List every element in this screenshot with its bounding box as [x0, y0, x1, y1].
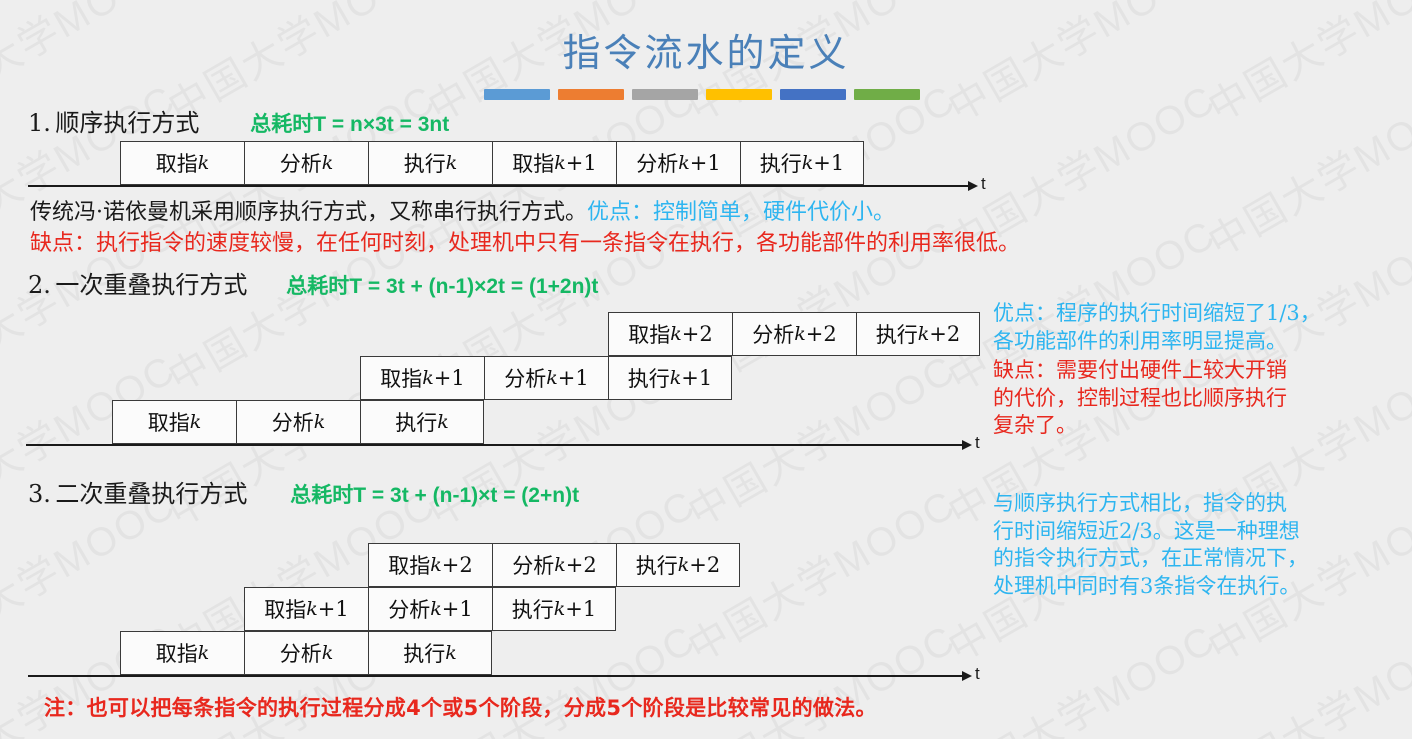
section-2-formula: 总耗时T = 3t + (n-1)×2t = (1+2n)t [286, 275, 599, 298]
section-3-number: 3. [28, 480, 51, 508]
watermark-text: 中国大学MOOC [1196, 608, 1412, 739]
section-1-paragraph-2: 缺点：执行指令的速度较慢，在任何时刻，处理机中只有一条指令在执行，各功能部件的利… [30, 231, 1021, 256]
bar-yellow [706, 89, 772, 100]
watermark-text: 中国大学MOOC [1196, 68, 1412, 268]
section-3-formula: 总耗时T = 3t + (n-1)×t = (2+n)t [290, 484, 580, 507]
page-title: 指令流水的定义 [562, 31, 850, 75]
section-1-title: 顺序执行方式 [55, 109, 200, 137]
section-1-text-black: 传统冯·诺依曼机采用顺序执行方式，又称串行执行方式。 [30, 200, 587, 225]
time-axis-arrow-icon [962, 671, 972, 681]
section-2-note-advantage: 优点：程序的执行时间缩短了1/3， 各功能部件的利用率明显提高。 [993, 300, 1321, 355]
time-axis-label: t [975, 433, 980, 452]
bar-gray [632, 89, 698, 100]
section-2-note-disadvantage-line-3: 复杂了。 [993, 413, 1077, 437]
section-3-heading: 3. 二次重叠执行方式 总耗时T = 3t + (n-1)×t = (2+n)t [28, 474, 579, 509]
bar-green [854, 89, 920, 100]
section-3-note-line-2: 行时间缩短近2/3。这是一种理想 [993, 518, 1300, 543]
bar-blue-dark [780, 89, 846, 100]
section-2-note-advantage-line-1: 优点：程序的执行时间缩短了1/3， [993, 301, 1321, 325]
section-2-number: 2. [28, 271, 51, 299]
section-1-heading: 1. 顺序执行方式 总耗时T = n×3t = 3nt [28, 103, 449, 138]
section-1-text-cyan: 优点：控制简单，硬件代价小。 [587, 200, 896, 225]
section-2-note-disadvantage-line-2: 的代价，控制过程也比顺序执行 [993, 385, 1287, 410]
section-2-note-disadvantage: 缺点：需要付出硬件上较大开销 的代价，控制过程也比顺序执行 复杂了。 [993, 357, 1287, 440]
bar-blue-light [484, 89, 550, 100]
time-axis [26, 444, 962, 446]
time-axis-label: t [975, 664, 980, 683]
section-3-note-line-4: 处理机中同时有3条指令在执行。 [993, 573, 1301, 598]
section-3-title: 二次重叠执行方式 [55, 480, 248, 508]
footer-note: 注：也可以把每条指令的执行过程分成4个或5个阶段，分成5个阶段是比较常见的做法。 [44, 696, 877, 720]
time-axis-arrow-icon [962, 440, 972, 450]
time-axis [28, 185, 968, 187]
section-3-note-line-1: 与顺序执行方式相比，指令的执 [993, 491, 1287, 515]
section-1-paragraph-1: 传统冯·诺依曼机采用顺序执行方式，又称串行执行方式。优点：控制简单，硬件代价小。 [30, 198, 895, 228]
section-3-note-line-3: 的指令执行方式，在正常情况下， [993, 546, 1308, 570]
time-axis [28, 675, 962, 677]
time-axis-arrow-icon [968, 181, 978, 191]
section-2-heading: 2. 一次重叠执行方式 总耗时T = 3t + (n-1)×2t = (1+2n… [28, 265, 598, 300]
section-2-note-disadvantage-line-1: 缺点：需要付出硬件上较大开销 [993, 358, 1287, 382]
accent-bar-group [484, 89, 924, 100]
section-1-number: 1. [28, 109, 51, 137]
section-3-note: 与顺序执行方式相比，指令的执 行时间缩短近2/3。这是一种理想 的指令执行方式，… [993, 490, 1308, 600]
time-axis-label: t [981, 174, 986, 193]
section-2-title: 一次重叠执行方式 [55, 271, 248, 299]
section-2-note-advantage-line-2: 各功能部件的利用率明显提高。 [993, 328, 1287, 353]
bar-orange [558, 89, 624, 100]
section-1-formula: 总耗时T = n×3t = 3nt [250, 113, 450, 136]
